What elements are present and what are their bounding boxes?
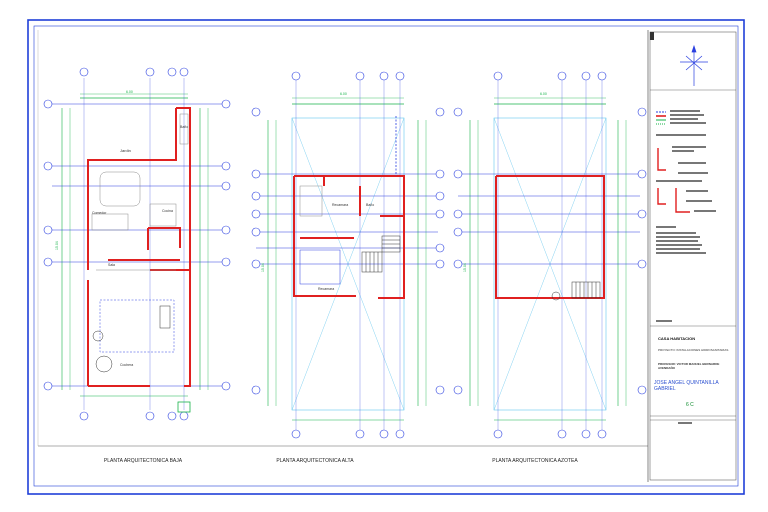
svg-text:Recamara: Recamara [318,287,334,291]
svg-text:15.04: 15.04 [463,263,467,272]
plan-alta: Recamara Baño Recamara [251,71,445,439]
svg-text:Sala: Sala [108,263,115,267]
svg-text:Comedor: Comedor [92,211,107,215]
teacher-name: PROFESOR: VICTOR MANUEL BERNARDE AVENDAÑ… [658,362,720,370]
svg-text:Cocina: Cocina [162,209,173,213]
svg-text:6.00: 6.00 [340,92,347,96]
project-name: CASA HABITACION [658,336,696,341]
caption-planta-azotea: PLANTA ARQUITECTONICA AZOTEA [492,458,578,464]
svg-text:Jardin: Jardin [120,148,131,153]
svg-text:Baño: Baño [180,125,188,129]
project-subject: PROYECTO: INSTALACIONES HIDROSANITARIAS [658,348,729,352]
svg-text:Baño: Baño [366,203,374,207]
caption-planta-alta: PLANTA ARQUITECTONICA ALTA [276,458,354,464]
group-label: 6 C [686,402,694,408]
svg-text:6.00: 6.00 [126,90,133,94]
outer-border [27,19,745,495]
svg-text:15.04: 15.04 [261,263,265,272]
svg-text:Recamara: Recamara [332,203,348,207]
plan-baja: Jardin Comedor Cocina Sala Cochera Baño [43,67,231,421]
svg-text:15.04: 15.04 [55,241,59,250]
plan-azotea [453,71,647,439]
north-arrow-icon [680,44,708,86]
caption-planta-baja: PLANTA ARQUITECTONICA BAJA [103,458,183,464]
svg-text:Cochera: Cochera [120,363,133,367]
svg-text:6.00: 6.00 [540,92,547,96]
title-block [649,31,737,481]
inner-border [33,25,739,487]
student-name: JOSE ANGEL QUINTANILLA GABRIEL [654,380,719,392]
